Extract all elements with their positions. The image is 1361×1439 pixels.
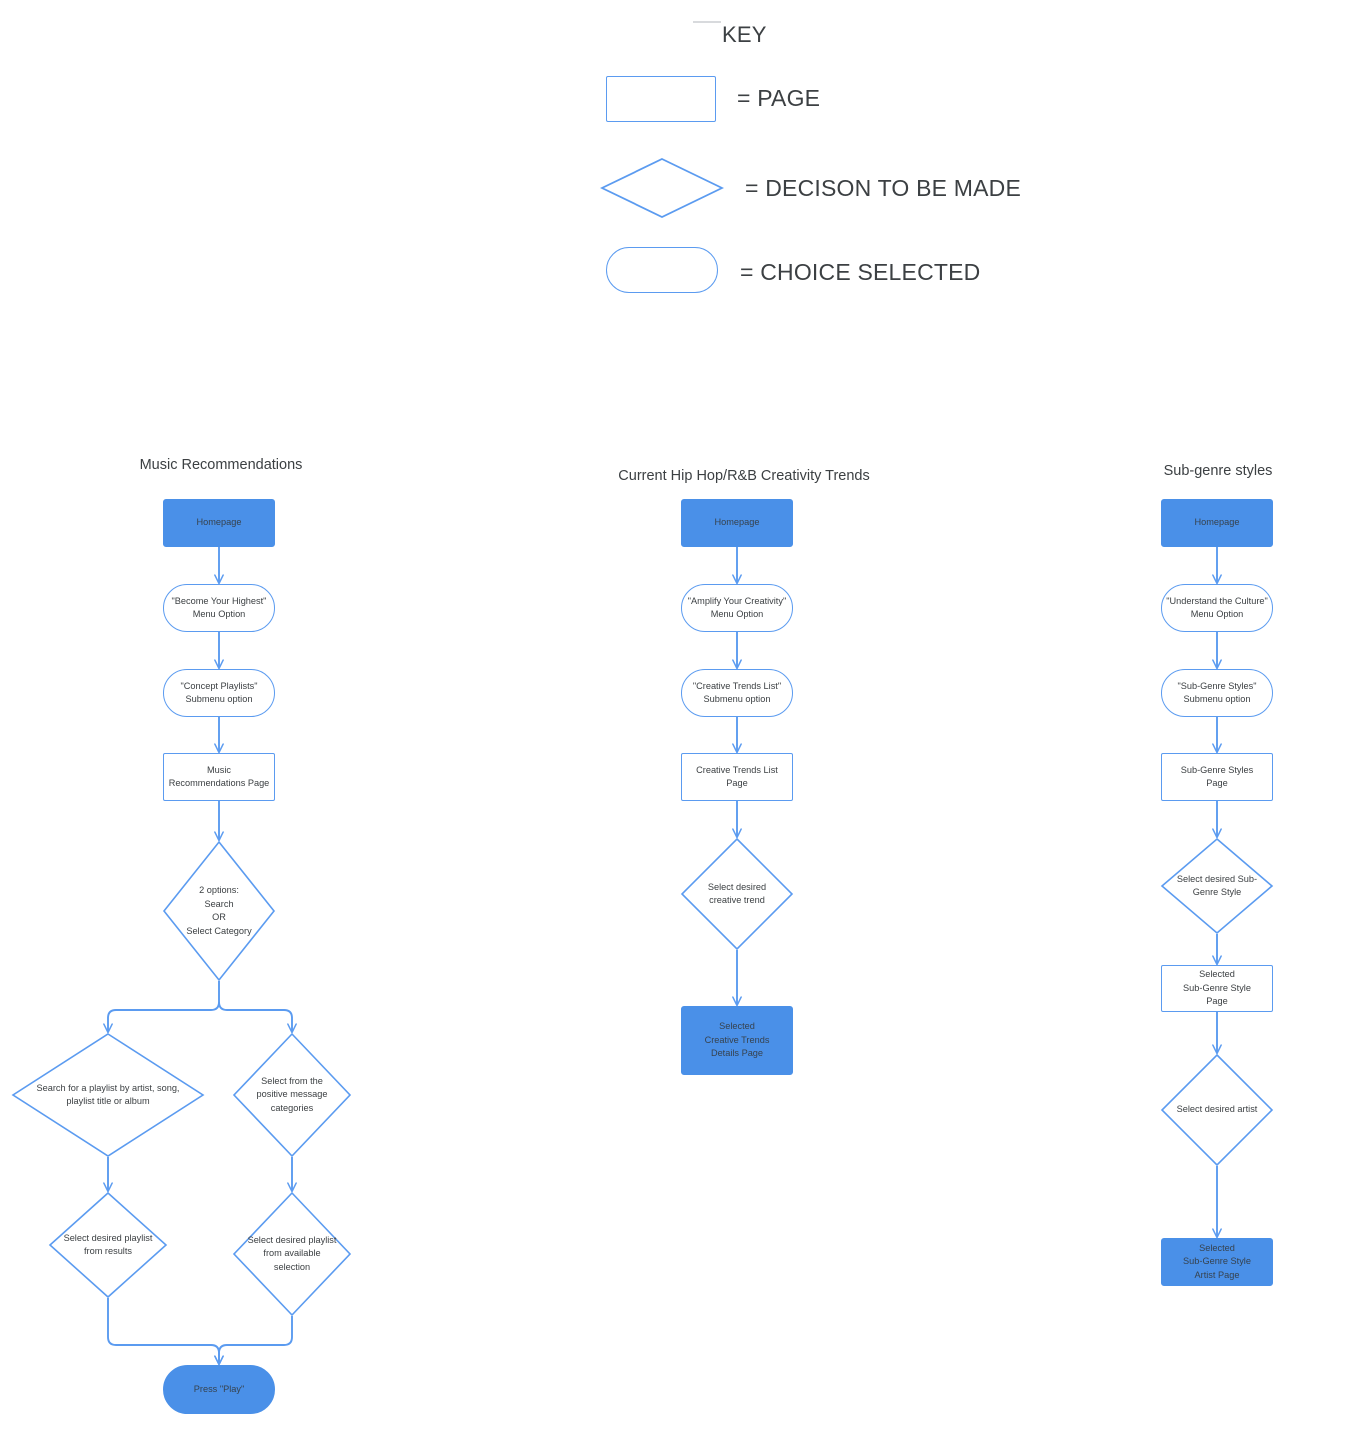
flow-node-mr-pick-results[interactable]: Select desired playlist from results — [49, 1192, 167, 1298]
flow-node-label: Select desired playlist from available s… — [247, 1234, 337, 1272]
key-shape-choice — [606, 247, 718, 293]
column-title-sub-genre-styles: Sub-genre styles — [1163, 463, 1273, 479]
flow-node-label: Press "Play" — [193, 1383, 245, 1394]
flow-node-ct-homepage[interactable]: Homepage — [681, 499, 793, 547]
flow-node-sg-decision2[interactable]: Select desired artist — [1161, 1054, 1273, 1166]
flow-node-mr-submenu[interactable]: "Concept Playlists"Submenu option — [163, 669, 275, 717]
key-shape-decision — [600, 158, 724, 218]
key-title: KEY — [722, 22, 767, 47]
diamond-shape — [233, 1192, 351, 1316]
flow-node-mr-play[interactable]: Press "Play" — [163, 1365, 275, 1414]
diamond-shape — [12, 1033, 204, 1157]
flow-node-label: "Understand the Culture"Menu Option — [1166, 595, 1268, 620]
flow-node-sg-homepage[interactable]: Homepage — [1161, 499, 1273, 547]
column-title-music-recommendations: Music Recommendations — [139, 457, 303, 473]
diamond-shape — [681, 838, 793, 950]
flow-node-sg-decision1[interactable]: Select desired Sub-Genre Style — [1161, 838, 1273, 934]
flow-node-label: "Creative Trends List"Submenu option — [692, 680, 782, 705]
flow-node-ct-decision[interactable]: Select desired creative trend — [681, 838, 793, 950]
flow-node-label: Homepage — [714, 517, 760, 528]
key-label-decision: = DECISON TO BE MADE — [745, 175, 1022, 201]
key-label-choice: = CHOICE SELECTED — [740, 259, 981, 285]
flow-node-mr-menu[interactable]: "Become Your Highest"Menu Option — [163, 584, 275, 632]
key-shape-page — [606, 76, 716, 122]
diamond-shape — [1161, 1054, 1273, 1166]
flow-node-label: Select desired playlist from results — [63, 1232, 153, 1257]
diamond-shape — [1161, 838, 1273, 934]
flow-node-ct-menu[interactable]: "Amplify Your Creativity"Menu Option — [681, 584, 793, 632]
flow-node-label: Homepage — [1194, 517, 1240, 528]
flow-node-label: "Amplify Your Creativity"Menu Option — [687, 595, 787, 620]
flow-node-sg-submenu[interactable]: "Sub-Genre Styles"Submenu option — [1161, 669, 1273, 717]
key-divider-line — [693, 21, 721, 23]
flow-node-mr-homepage[interactable]: Homepage — [163, 499, 275, 547]
diamond-shape — [233, 1033, 351, 1157]
flow-node-sg-menu[interactable]: "Understand the Culture"Menu Option — [1161, 584, 1273, 632]
diamond-shape — [49, 1192, 167, 1298]
flow-node-label: Select desired artist — [1176, 1104, 1258, 1115]
flow-node-label: Select desired creative trend — [707, 881, 767, 906]
flow-node-mr-category[interactable]: Select from the positive message categor… — [233, 1033, 351, 1157]
flow-node-mr-search[interactable]: Search for a playlist by artist, song, p… — [12, 1033, 204, 1157]
flow-node-label: "Become Your Highest"Menu Option — [171, 595, 267, 620]
flow-node-label: Homepage — [196, 517, 242, 528]
flow-node-ct-submenu[interactable]: "Creative Trends List"Submenu option — [681, 669, 793, 717]
flow-node-label: Select desired Sub-Genre Style — [1176, 873, 1258, 898]
flow-node-label: Search for a playlist by artist, song, p… — [36, 1082, 180, 1107]
flow-node-label: "Concept Playlists"Submenu option — [180, 680, 258, 705]
flow-node-label: Select from the positive message categor… — [256, 1075, 328, 1113]
key-label-page: = PAGE — [737, 85, 821, 111]
column-title-creativity-trends: Current Hip Hop/R&B Creativity Trends — [618, 468, 870, 484]
flow-node-label: "Sub-Genre Styles"Submenu option — [1177, 680, 1257, 705]
diamond-shape — [163, 841, 275, 981]
flow-node-mr-pick-available[interactable]: Select desired playlist from available s… — [233, 1192, 351, 1316]
